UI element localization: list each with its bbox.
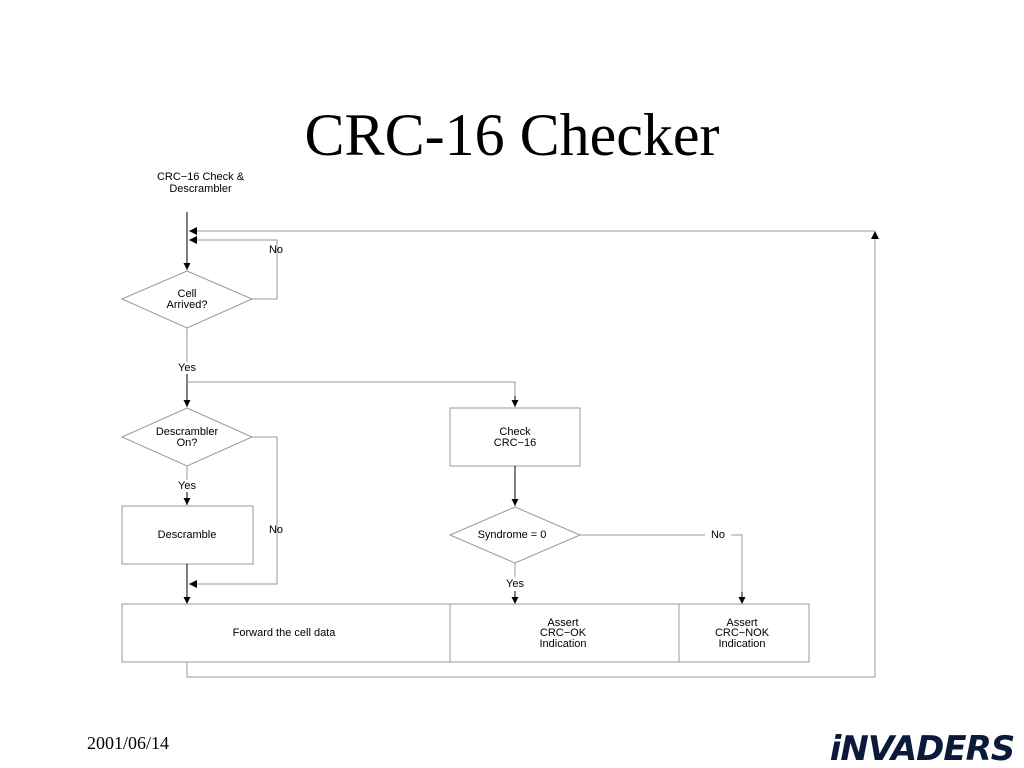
forward-label: Forward the cell data [233,627,337,639]
slide-date: 2001/06/14 [87,733,170,753]
syndrome-label: Syndrome = 0 [478,529,547,541]
check-crc-label-2: CRC−16 [494,437,537,449]
assert-crc-nok-process [678,603,810,663]
forward-cell-data-process [121,603,451,663]
yes-label-3: Yes [506,578,524,590]
no-loop-cell-arrived [189,239,278,300]
assert-crc-ok-process [449,603,680,663]
assert-ok-label-3: Indication [539,638,586,650]
no-loop-arrowhead [189,236,197,244]
assert-nok-label-3: Indication [718,638,765,650]
assert-nok-label-2: CRC−NOK [715,627,770,639]
slide-title: CRC-16 Checker [304,102,720,168]
check-crc-process [449,407,581,467]
no-path-arrowhead [189,580,197,588]
no-path-descrambler [189,436,278,585]
descrambler-on-label-2: On? [177,437,198,449]
descrambler-on-label-1: Descrambler [156,426,219,438]
yes-label-1: Yes [178,362,196,374]
invaders-logo-text: iNVADERS [830,729,1015,768]
flowchart-heading-line1: CRC−16 Check & [156,171,245,183]
no-label-2: No [269,524,283,536]
flowchart-heading-line2: Descrambler [169,183,232,195]
assert-ok-label-1: Assert [547,617,578,629]
descramble-label: Descramble [158,529,217,541]
assert-nok-label-1: Assert [726,617,757,629]
flowchart-heading: CRC−16 Check & Descrambler [128,171,273,195]
syndrome-no-line-2 [731,534,743,592]
descramble-process [121,505,254,565]
loop-return-bottom [186,238,876,678]
no-label-3: No [711,529,725,541]
yes-label-2: Yes [178,480,196,492]
cell-arrived-label-1: Cell [178,288,197,300]
no-label-1: No [269,244,283,256]
loop-arrowhead-up [871,231,879,239]
assert-ok-label-2: CRC−OK [540,627,587,639]
invaders-logo: iNVADERS [830,729,1016,768]
cell-arrived-label-2: Arrived? [167,299,208,311]
check-crc-label-1: Check [499,426,531,438]
loop-arrowhead-top [189,227,197,235]
branch-to-check-crc [187,381,516,396]
